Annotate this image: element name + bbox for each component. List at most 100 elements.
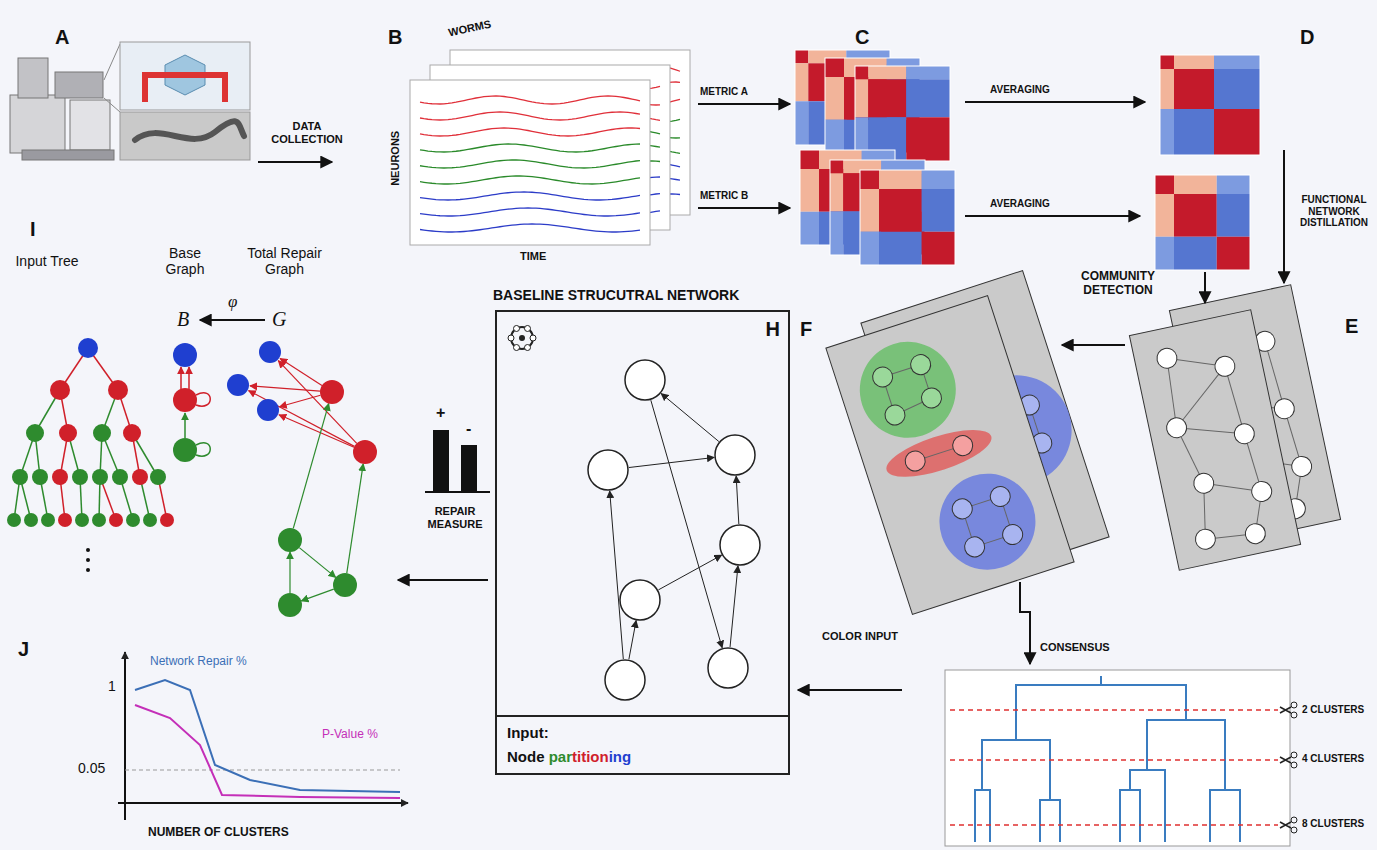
structural-graph (651, 400, 722, 648)
repair-bar-icon (425, 430, 490, 492)
input-tree (160, 513, 174, 527)
structural-graph (588, 360, 760, 700)
cut-label: 4 CLUSTERS (1302, 753, 1364, 765)
correlation-heatmap (855, 66, 868, 79)
arrow-label: AVERAGING (990, 84, 1050, 96)
dendrogram (982, 740, 1050, 800)
flow-arrow (698, 103, 790, 105)
scissors-icon (1291, 702, 1297, 708)
network-icon (525, 325, 531, 331)
correlation-heatmap (800, 212, 819, 245)
correlation-heatmap (830, 173, 843, 211)
flow-arrow (1283, 150, 1285, 283)
base-graph (196, 443, 210, 456)
correlation-heatmap (855, 66, 950, 161)
input-tree (86, 558, 90, 562)
dendrogram (950, 709, 1278, 711)
structural-graph (661, 393, 719, 441)
dendrogram (1147, 720, 1225, 790)
correlation-heatmap (795, 50, 808, 63)
arrow-label: COLOR INPUT (815, 630, 905, 643)
microscope-illustration (104, 44, 120, 112)
structural-graph (715, 435, 755, 475)
correlation-heatmap (800, 169, 819, 212)
repair-chart (118, 802, 408, 804)
tick-label: 1 (108, 678, 116, 694)
correlation-heatmap (830, 160, 843, 173)
correlation-heatmap (795, 101, 808, 145)
correlation-heatmap (1155, 237, 1174, 270)
input-tree (109, 513, 123, 527)
community-network (927, 461, 1048, 582)
correlation-heatmap (825, 77, 844, 120)
dendrogram (1100, 676, 1102, 685)
network-icon (514, 325, 520, 331)
dendrogram (1016, 685, 1186, 740)
community-network (870, 364, 895, 389)
base-graph (180, 367, 182, 389)
functional-network (1129, 285, 1340, 571)
arrow-label: AVERAGING (990, 198, 1050, 210)
flow-arrow (1062, 344, 1125, 346)
microscope-illustration (70, 100, 110, 150)
input-tree (41, 513, 55, 527)
dendrogram (950, 824, 1278, 826)
correlation-heatmap (922, 170, 955, 189)
microscope-illustration (10, 95, 65, 153)
box-heading: BASELINE STRUCUTRAL NETWORK (493, 287, 739, 303)
correlation-heatmap (879, 170, 922, 189)
microscope-illustration (135, 121, 244, 140)
neural-traces (410, 50, 690, 245)
arrow-label: FUNCTIONAL NETWORK DISTILLATION (1295, 194, 1373, 229)
total-repair-graph (293, 404, 328, 529)
correlation-heatmap (1160, 69, 1174, 109)
structural-graph (620, 580, 660, 620)
scissors-icon (1291, 752, 1297, 758)
input-tree (92, 469, 108, 485)
dendrogram (1120, 790, 1140, 842)
arrow-label: COMMUNITY DETECTION (1058, 270, 1178, 298)
dendrogram (945, 670, 1290, 846)
panel-letter: I (30, 218, 36, 241)
total-repair-graph (280, 395, 321, 407)
correlation-heatmap (1174, 237, 1217, 270)
correlation-heatmap (906, 66, 950, 79)
community-network (950, 496, 975, 521)
total-repair-graph (279, 415, 354, 447)
correlation-heatmap (1160, 109, 1174, 155)
cut-label: 8 CLUSTERS (1302, 818, 1364, 830)
correlation-heatmap (1174, 194, 1217, 237)
correlation-heatmap (1174, 55, 1214, 69)
axis-label: TIME (520, 250, 546, 263)
total-repair-graph (289, 552, 290, 593)
input-divider (497, 715, 788, 717)
functional-network (1194, 527, 1218, 551)
correlation-heatmap (922, 232, 955, 265)
dendrogram (1130, 770, 1165, 842)
network-box: BASELINE STRUCUTRAL NETWORKHInput:Node p… (495, 310, 790, 775)
total-repair-graph (278, 593, 302, 617)
microscope-illustration (55, 72, 103, 98)
repair-chart (118, 652, 408, 820)
correlation-heatmap (860, 232, 879, 265)
correlation-heatmap (1174, 69, 1214, 109)
repair-bar-icon (425, 491, 490, 493)
total-repair-graph (259, 341, 281, 363)
axis-label: NEURONS (389, 128, 402, 188)
flow-arrow (1020, 582, 1030, 664)
structural-graph (588, 450, 628, 490)
correlation-heatmap (868, 79, 906, 117)
repair-bar-icon (433, 430, 449, 492)
series-label: Network Repair % (150, 655, 247, 669)
total-repair-graph (347, 464, 363, 573)
repair-chart (135, 705, 400, 798)
dendrogram (945, 670, 1297, 846)
input-tree (132, 469, 148, 485)
correlation-heatmap (1174, 175, 1217, 194)
network-icon (508, 325, 536, 350)
total-repair-graph (280, 359, 322, 386)
colored-text: par (549, 748, 572, 765)
functional-network (1290, 455, 1314, 479)
dendrogram (1210, 790, 1240, 842)
